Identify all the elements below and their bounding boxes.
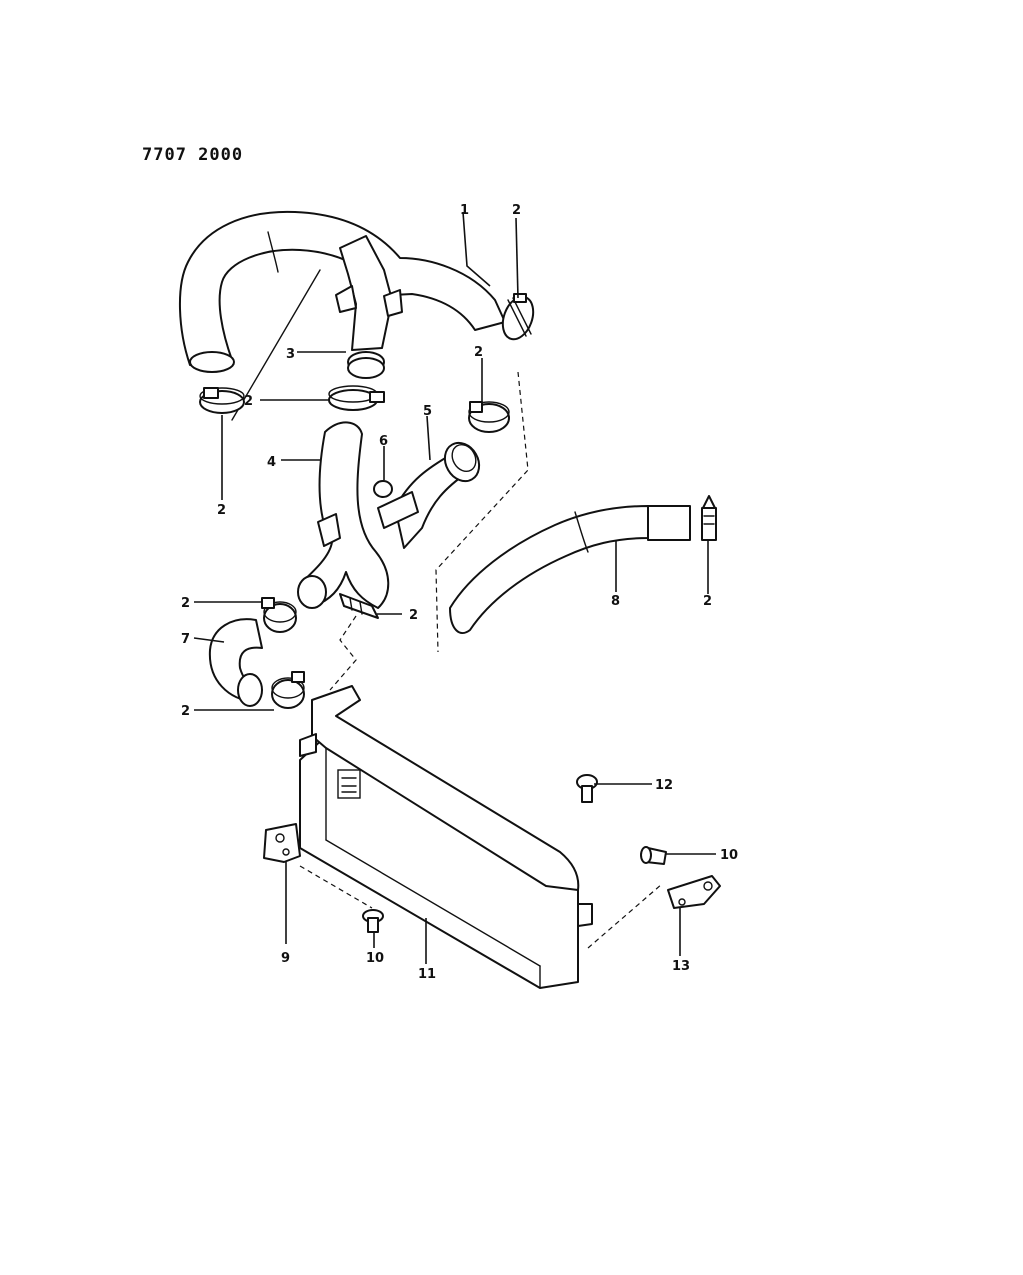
air-hose-upper (178, 210, 506, 421)
callout-9: 9 (281, 951, 290, 966)
hose-clamp (199, 387, 245, 414)
callout-2: 2 (474, 345, 483, 360)
callout-2: 2 (703, 594, 712, 609)
callout-2: 2 (181, 704, 190, 719)
callout-2: 2 (181, 596, 190, 611)
callout-13: 13 (672, 959, 690, 974)
callout-7: 7 (181, 632, 190, 647)
air-hose-long (449, 505, 691, 635)
callout-2: 2 (217, 503, 226, 518)
hose-clamp (701, 495, 717, 541)
callout-2: 2 (512, 203, 521, 218)
callout-5: 5 (423, 404, 432, 419)
intercooler (299, 685, 593, 989)
hose-clamp (328, 385, 385, 411)
callout-2: 2 (409, 608, 418, 623)
assembly-line (435, 371, 529, 653)
callout-1: 1 (460, 203, 469, 218)
assembly-line (329, 615, 357, 691)
hose-clamp (261, 597, 297, 633)
bracket-left (263, 823, 301, 863)
connector-nipple (339, 593, 379, 619)
callout-11: 11 (418, 967, 436, 982)
elbow-hose (208, 618, 263, 707)
callout-12: 12 (655, 778, 673, 793)
callout-6: 6 (379, 434, 388, 449)
assembly-line (587, 883, 663, 949)
hose-clamp (271, 671, 305, 709)
pipe-elbow (335, 235, 403, 379)
bolt (640, 846, 667, 865)
pipe-flanged (377, 441, 481, 549)
air-hose-middle (297, 421, 390, 609)
assembly-line (299, 865, 373, 909)
callout-3: 3 (286, 347, 295, 362)
bolt (362, 909, 384, 933)
hose-clamp (468, 401, 510, 433)
callout-10: 10 (366, 951, 384, 966)
hose-clamp (501, 293, 535, 341)
grommet (373, 480, 393, 498)
callout-4: 4 (267, 455, 276, 470)
callout-2: 2 (244, 394, 253, 409)
diagram-code: 7707 2000 (142, 145, 243, 165)
bolt (576, 774, 598, 803)
callout-8: 8 (611, 594, 620, 609)
bracket-right (667, 875, 721, 909)
callout-10: 10 (720, 848, 738, 863)
